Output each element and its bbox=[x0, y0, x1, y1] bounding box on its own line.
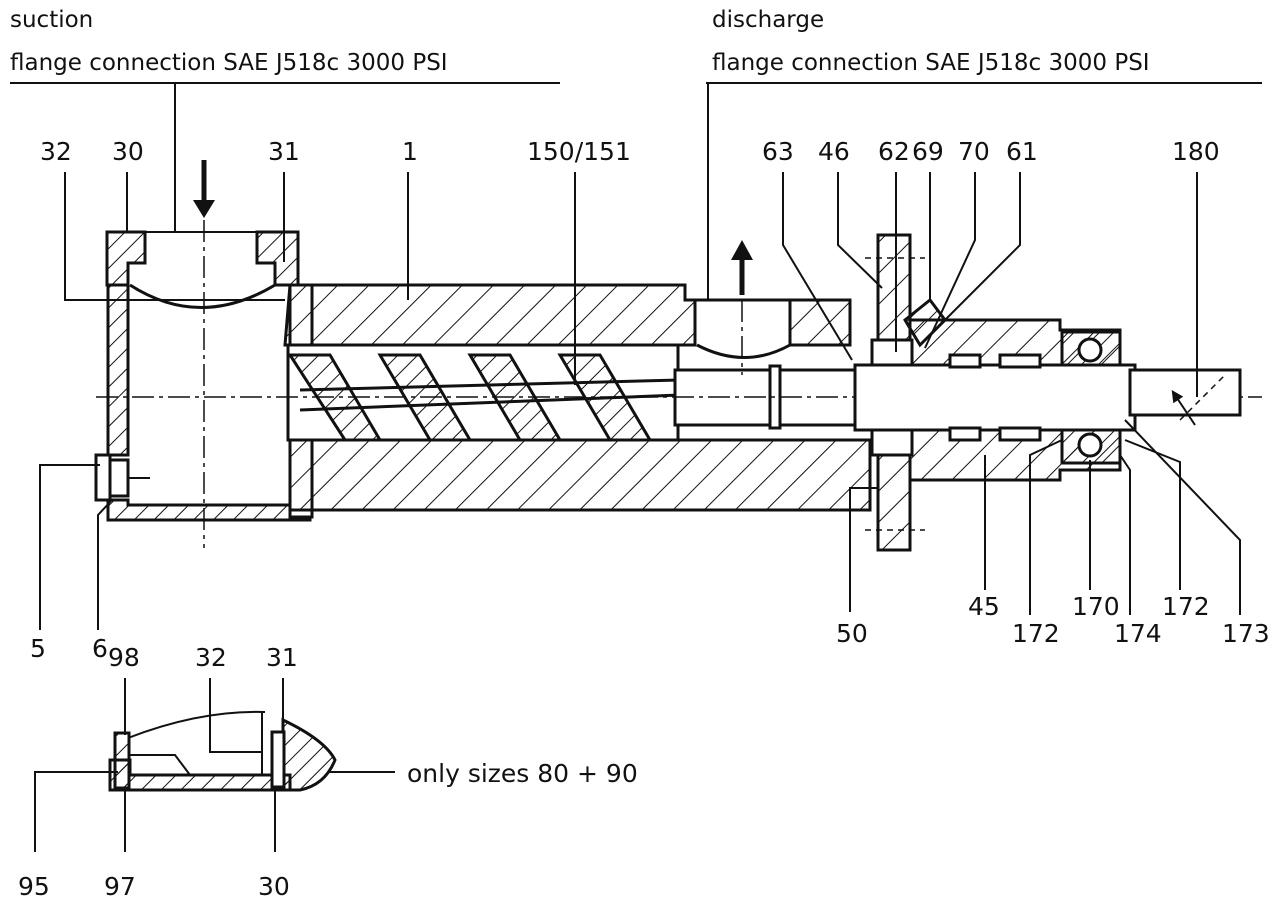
drive-shaft bbox=[853, 363, 1242, 432]
suction-housing bbox=[105, 230, 314, 522]
detail-label-30: 30 bbox=[258, 872, 290, 901]
ball-bearing bbox=[1060, 330, 1122, 465]
label-172-left: 172 bbox=[1012, 619, 1060, 648]
screw-rotor bbox=[286, 343, 857, 442]
suction-heading: suction bbox=[10, 7, 93, 33]
detail-label-97: 97 bbox=[104, 872, 136, 901]
discharge-heading: discharge bbox=[712, 7, 824, 33]
drain-plug bbox=[94, 453, 150, 502]
label-63: 63 bbox=[762, 137, 794, 166]
label-32: 32 bbox=[40, 137, 72, 166]
detail-label-32: 32 bbox=[195, 643, 227, 672]
label-70: 70 bbox=[958, 137, 990, 166]
detail-label-31: 31 bbox=[266, 643, 298, 672]
detail-note: only sizes 80 + 90 bbox=[407, 759, 638, 788]
suction-flange-note: flange connection SAE J518c 3000 PSI bbox=[10, 50, 448, 76]
label-31: 31 bbox=[268, 137, 300, 166]
label-69: 69 bbox=[912, 137, 944, 166]
label-173: 173 bbox=[1222, 619, 1270, 648]
label-61: 61 bbox=[1006, 137, 1038, 166]
label-180: 180 bbox=[1172, 137, 1220, 166]
leader-lines bbox=[39, 172, 1241, 630]
label-45: 45 bbox=[968, 592, 1000, 621]
label-5: 5 bbox=[30, 634, 46, 663]
label-172-right: 172 bbox=[1162, 592, 1210, 621]
label-6: 6 bbox=[92, 634, 108, 663]
label-150-151: 150/151 bbox=[527, 137, 631, 166]
discharge-arrow-head bbox=[731, 240, 753, 260]
label-170: 170 bbox=[1072, 592, 1120, 621]
detail-view bbox=[34, 678, 395, 852]
suction-arrow-head bbox=[193, 200, 215, 218]
label-62: 62 bbox=[878, 137, 910, 166]
label-46: 46 bbox=[818, 137, 850, 166]
detail-label-98: 98 bbox=[108, 643, 140, 672]
seal-parts bbox=[870, 297, 1042, 457]
discharge-flange-note: flange connection SAE J518c 3000 PSI bbox=[712, 50, 1150, 76]
detail-label-95: 95 bbox=[18, 872, 50, 901]
label-1: 1 bbox=[402, 137, 418, 166]
label-30: 30 bbox=[112, 137, 144, 166]
label-174: 174 bbox=[1114, 619, 1162, 648]
label-50: 50 bbox=[836, 619, 868, 648]
